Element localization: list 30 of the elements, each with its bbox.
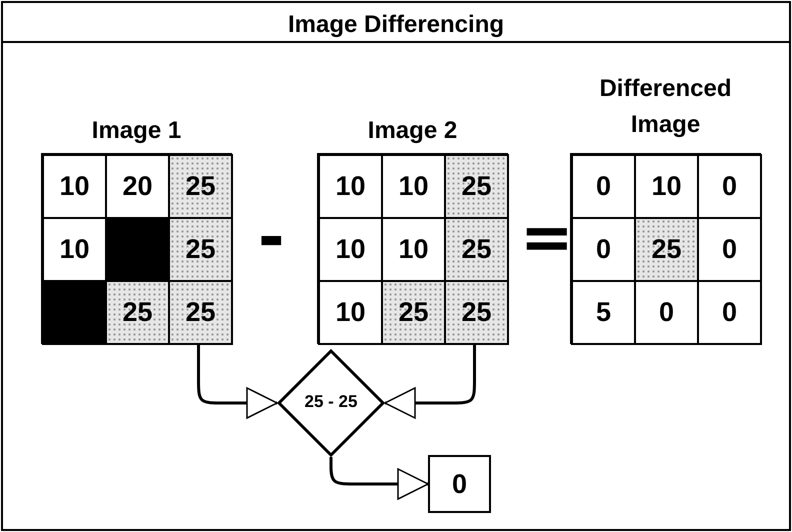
grid-heading: Differenced Image: [598, 74, 733, 140]
operation-text: 25 - 25: [304, 392, 358, 412]
title: Image Differencing: [286, 11, 506, 39]
grid-heading: Image 1: [90, 116, 182, 146]
pixel-cell: 25: [168, 154, 233, 219]
pixel-cell: 10: [42, 154, 107, 219]
pixel-cell: 25: [105, 280, 170, 345]
pixel-cell: 10: [318, 154, 383, 219]
dark-pixel-cell: [42, 280, 107, 345]
pixel-cell: 0: [697, 154, 762, 219]
dark-pixel-cell: [105, 217, 170, 282]
operation-diamond: [277, 349, 385, 457]
minus-sign: -: [258, 206, 285, 270]
curved-arrow: [384, 343, 476, 419]
curved-arrow: [330, 456, 429, 500]
pixel-cell: 25: [168, 217, 233, 282]
pixel-cell: 25: [444, 280, 509, 345]
curved-arrow: [197, 343, 278, 419]
grid-heading: Image 2: [366, 116, 458, 146]
pixel-cell: 25: [444, 154, 509, 219]
pixel-cell: 25: [381, 280, 446, 345]
pixel-cell: 25: [444, 217, 509, 282]
equals-sign: =: [520, 206, 574, 270]
pixel-cell: 5: [571, 280, 636, 345]
pixel-cell: 25: [168, 280, 233, 345]
pixel-cell: 0: [697, 280, 762, 345]
pixel-cell: 10: [318, 280, 383, 345]
pixel-cell: 25: [634, 217, 699, 282]
result-box: 0: [428, 455, 491, 513]
pixel-cell: 0: [571, 154, 636, 219]
